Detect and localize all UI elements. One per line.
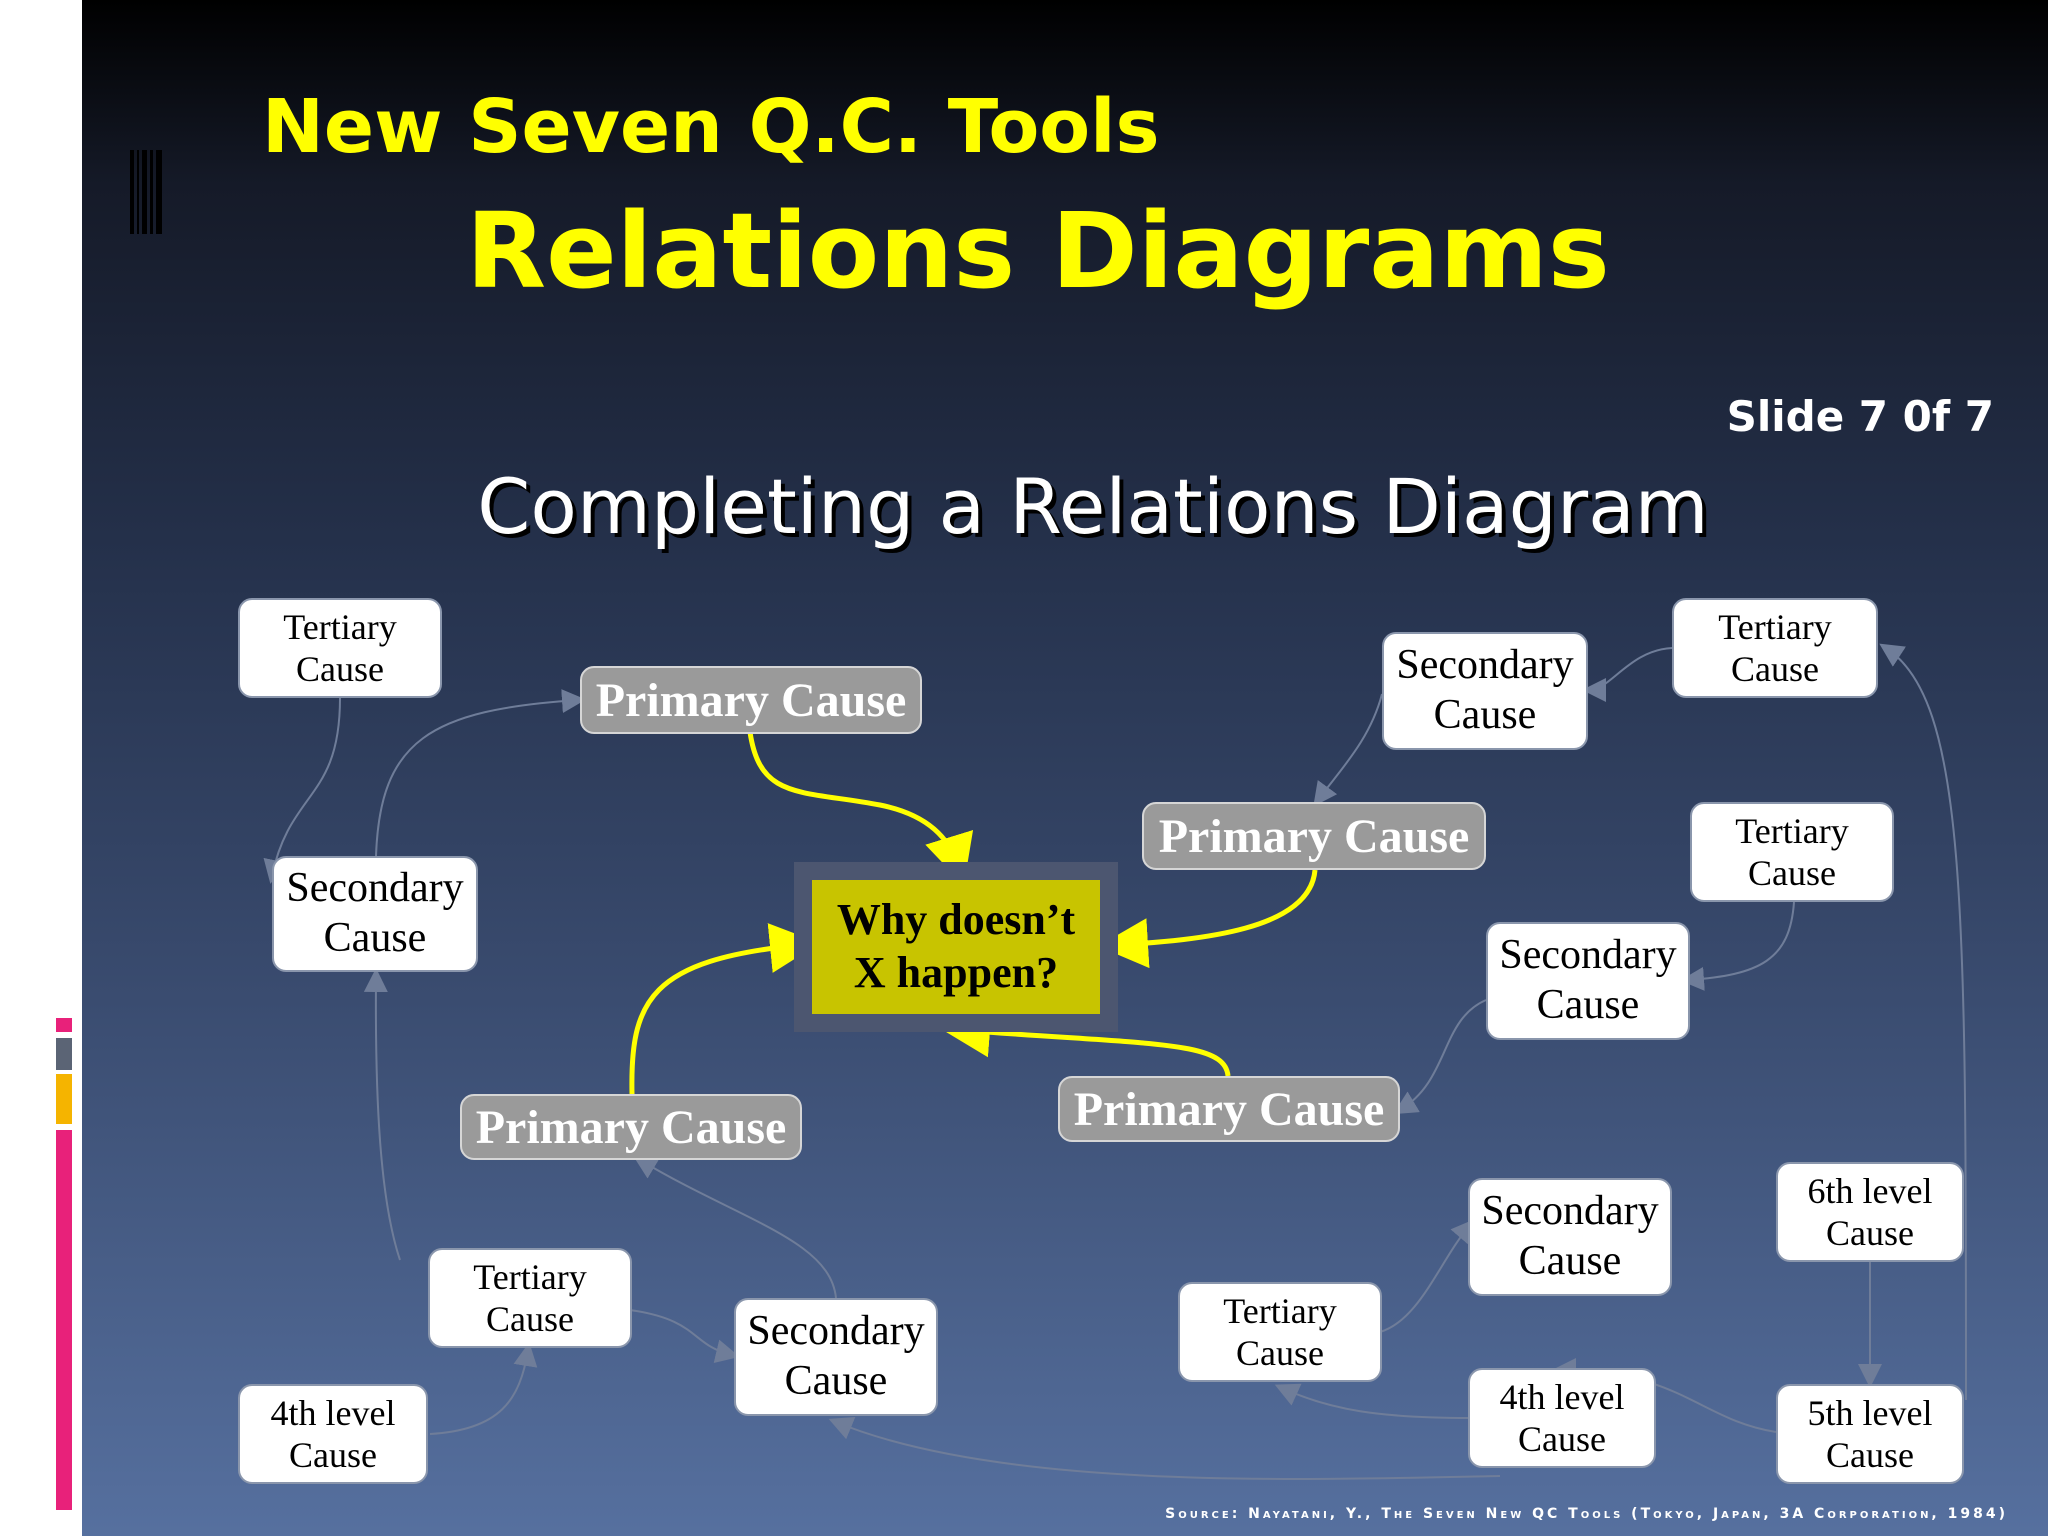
arrow-tertiary-bl-to-secondary-bc — [629, 1309, 740, 1363]
arrow-secondary-left-to-primary-top — [375, 689, 586, 857]
arrow-primary-right-to-problem — [1098, 869, 1318, 969]
slide-number: Slide 7 0f 7 — [1726, 392, 1994, 441]
arrow-primary-left-to-problem — [629, 923, 820, 1095]
accent-stripe-pink — [56, 1018, 72, 1032]
arrow-secondary-tr-to-primary-right — [1313, 693, 1383, 807]
accent-stripe-gray — [56, 1038, 72, 1070]
arrow-tertiary-lc-to-secondary-lr — [1379, 1218, 1476, 1333]
arrow-4th-right-to-tertiary-lc — [1274, 1383, 1471, 1419]
arrow-tertiary-mr-to-secondary-mr — [1680, 901, 1795, 991]
problem-line2: X happen? — [853, 948, 1059, 997]
arrow-primary-left-to-secondary-left — [363, 968, 401, 1261]
primary-cause-left: Primary Cause — [460, 1094, 802, 1160]
diagram-subtitle: Completing a Relations Diagram — [477, 462, 1709, 551]
barcode-decoration — [130, 150, 162, 234]
primary-cause-right: Primary Cause — [1142, 802, 1486, 870]
arrow-tertiary-to-secondary-left — [263, 697, 341, 884]
arrow-4th-left-to-tertiary-bl — [429, 1342, 538, 1435]
problem-line1: Why doesn’t — [836, 895, 1076, 945]
accent-stripe-magenta — [56, 1130, 72, 1510]
accent-stripe-orange — [56, 1074, 72, 1124]
arrow-secondary-mr-to-primary-bottom — [1393, 999, 1487, 1115]
primary-cause-top: Primary Cause — [580, 666, 922, 734]
arrow-secondary-bc-to-primary-left — [633, 1155, 837, 1299]
slide-background — [82, 0, 2048, 1536]
arrow-primary-bottom-to-problem — [940, 1007, 1231, 1077]
source-citation: Source: Nayatani, Y., The Seven New QC T… — [1165, 1506, 2008, 1522]
arrow-primary-top-to-problem — [747, 731, 974, 886]
problem-statement-box: Why doesn’t X happen? — [794, 862, 1118, 1032]
primary-cause-bottom: Primary Cause — [1058, 1076, 1400, 1142]
title-line1: New Seven Q.C. Tools — [262, 84, 1160, 170]
arrow-5th-to-tertiary-tr — [1879, 643, 1967, 1401]
arrow-tertiary-tr-to-secondary-tr — [1582, 647, 1673, 702]
title-line2: Relations Diagrams — [466, 190, 1610, 312]
arrow-4th-right-to-secondary-bc — [828, 1417, 1501, 1480]
